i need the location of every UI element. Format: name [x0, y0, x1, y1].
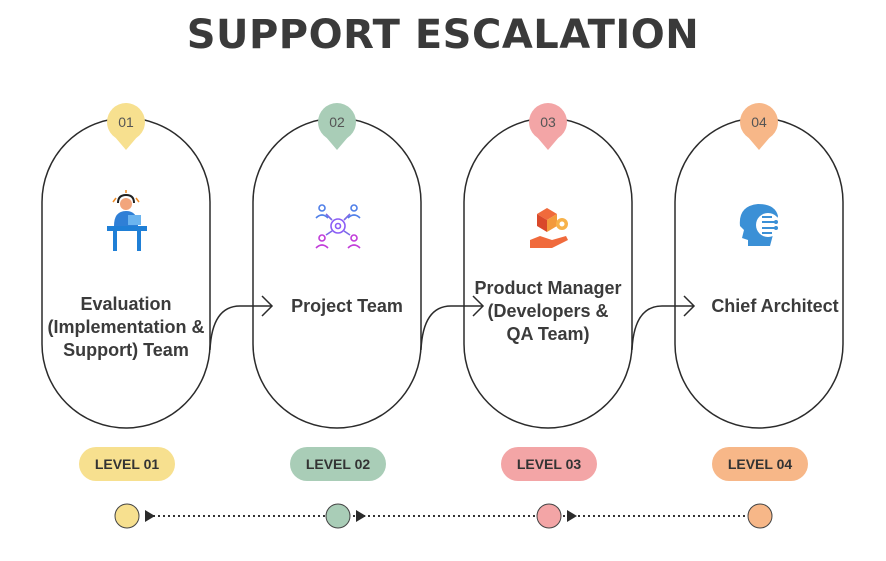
connector-arrow-2 [420, 295, 485, 351]
level-badge-4: LEVEL 04 [712, 447, 808, 481]
progress-node-2 [325, 503, 351, 529]
support-agent-icon [107, 190, 147, 251]
number-text-1: 01 [118, 114, 134, 130]
stage-label-1: Evaluation (Implementation & Support) Te… [47, 294, 205, 360]
progress-node-1 [114, 503, 140, 529]
number-text-4: 04 [751, 114, 767, 130]
number-text-3: 03 [540, 114, 556, 130]
number-marker-3: 03 [529, 103, 567, 150]
number-marker-1: 01 [107, 103, 145, 150]
product-hand-gear-icon [530, 208, 568, 248]
stage-label-3: Product Manager (Developers & QA Team) [474, 278, 622, 344]
stage-capsule-2 [252, 117, 422, 429]
level-badge-2: LEVEL 02 [290, 447, 386, 481]
progress-node-3 [536, 503, 562, 529]
stage-label-2: Project Team [291, 296, 403, 316]
number-text-2: 02 [329, 114, 345, 130]
progress-arrowhead-3 [567, 510, 577, 522]
stage-label-4: Chief Architect [711, 296, 839, 316]
number-marker-2: 02 [318, 103, 356, 150]
level-badge-1: LEVEL 01 [79, 447, 175, 481]
stage-capsule-3 [463, 117, 633, 429]
number-marker-4: 04 [740, 103, 778, 150]
progress-arrowhead-1 [145, 510, 155, 522]
connector-arrow-3 [631, 295, 696, 351]
level-badge-3: LEVEL 03 [501, 447, 597, 481]
progress-arrowhead-2 [356, 510, 366, 522]
stage-capsule-1 [41, 117, 211, 429]
connector-arrow-1 [209, 295, 274, 351]
team-network-icon [315, 204, 361, 249]
progress-node-4 [747, 503, 773, 529]
stage-capsule-4 [674, 117, 844, 429]
progress-track [114, 503, 773, 529]
ai-head-icon [739, 204, 780, 246]
page-title: SUPPORT ESCALATION [186, 12, 700, 58]
